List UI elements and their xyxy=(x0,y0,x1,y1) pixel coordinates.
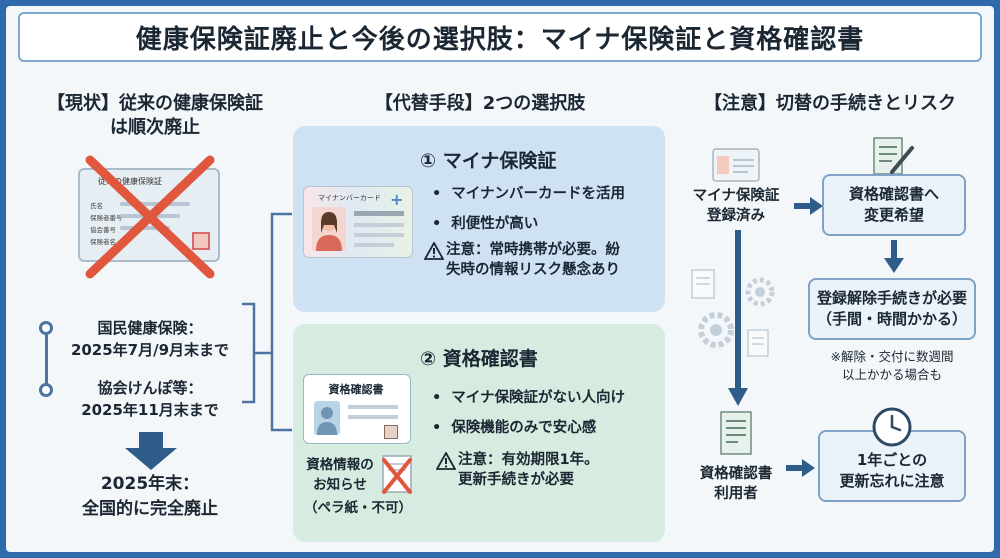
registered-label: マイナ保険証 登録済み xyxy=(676,186,796,227)
process-gears-icon xyxy=(691,269,775,357)
person-icon xyxy=(316,212,342,251)
old-card-row: 保険者番号 xyxy=(90,214,123,222)
change-line: 変更希望 xyxy=(863,206,924,224)
mynumber-card-icon xyxy=(712,148,760,182)
plus-icon: + xyxy=(390,190,404,209)
bracket-connector xyxy=(242,212,292,432)
renew-line: 更新忘れに注意 xyxy=(839,472,945,490)
change-line: 資格確認書へ xyxy=(848,185,939,203)
certificate-card-label: 資格確認書 xyxy=(328,383,384,396)
user-line: 利用者 xyxy=(714,486,758,503)
left-heading: 【現状】従来の健康保険証 は順次廃止 xyxy=(30,92,280,141)
card-line xyxy=(354,233,404,237)
warning-line: 注意：有効期限1年。 xyxy=(458,452,599,468)
final-text: 全国的に完全廃止 xyxy=(82,498,218,519)
note-line: ※解除・交付に数週間 xyxy=(830,349,954,364)
old-card-line xyxy=(120,226,170,230)
old-card-row: 保険者名 xyxy=(90,238,116,246)
option2-bullet: 保険機能のみで安心感 xyxy=(432,416,596,437)
middle-heading: 【代替手段】2つの選択肢 xyxy=(374,93,586,114)
old-card-row: 氏名 xyxy=(90,202,103,210)
warning-line: 失時の情報リスク懸念あり xyxy=(446,262,620,279)
registered-line: 登録済み xyxy=(707,208,765,225)
milestone-label: 国民健康保険： xyxy=(97,319,203,337)
option1-warning: 注意：常時携帯が必要。紛 失時の情報リスク懸念あり xyxy=(446,240,620,281)
paper-notice: 資格情報の お知らせ xyxy=(298,456,382,495)
timeline-dot xyxy=(39,321,53,335)
avatar xyxy=(314,401,340,435)
milestone-kyokai: 協会けんぽ等： 2025年11月末まで xyxy=(60,378,240,422)
card-line xyxy=(348,415,398,419)
option1-title: ① マイナ保険証 xyxy=(420,150,557,172)
person-icon xyxy=(317,407,337,435)
document-edit-icon xyxy=(873,137,914,175)
user-line: 資格確認書 xyxy=(699,466,773,482)
option1-bullet: 利便性が高い xyxy=(432,212,538,233)
clock-icon xyxy=(872,407,912,447)
down-arrow-icon xyxy=(125,432,177,470)
note-line: 以上かかる場合も xyxy=(841,366,942,382)
old-card-line xyxy=(120,202,190,206)
avatar xyxy=(312,207,346,251)
certificate-card: 資格確認書 xyxy=(303,374,411,444)
right-arrow-icon xyxy=(794,197,823,215)
deregistration-box: 登録解除手続きが必要 （手間・時間かかる） xyxy=(808,278,976,340)
final-abolition: 2025年末： 全国的に完全廃止 xyxy=(50,472,250,521)
old-card-header: 従来の健康保険証 xyxy=(98,177,162,186)
mynumber-card: マイナンバーカード + xyxy=(303,186,413,258)
option2-warning: 注意：有効期限1年。 更新手続きが必要 xyxy=(458,450,599,491)
mynumber-card-label: マイナンバーカード xyxy=(318,194,381,202)
final-date: 2025年末： xyxy=(100,474,200,494)
milestone-date: 2025年11月末まで xyxy=(81,400,219,419)
registered-line: マイナ保険証 xyxy=(692,188,780,204)
title-bar: 健康保険証廃止と今後の選択肢：マイナ保険証と資格確認書 xyxy=(18,12,982,62)
milestone-date: 2025年7月/9月末まで xyxy=(70,340,230,359)
cross-icon xyxy=(85,155,215,279)
certificate-document-icon xyxy=(720,411,752,455)
warning-line: 更新手続きが必要 xyxy=(458,472,574,489)
timeline-line xyxy=(45,328,48,390)
page-title: 健康保険証廃止と今後の選択肢：マイナ保険証と資格確認書 xyxy=(135,24,865,55)
warning-line: 注意：常時携帯が必要。紛 xyxy=(446,242,620,258)
old-card-row: 協会番号 xyxy=(90,226,116,234)
stamp-icon xyxy=(384,425,398,439)
card-line xyxy=(354,211,404,216)
milestone-kokuho: 国民健康保険： 2025年7月/9月末まで xyxy=(60,318,240,362)
option1-bullet: マイナンバーカードを活用 xyxy=(432,182,625,203)
right-heading: 【注意】切替の手続きとリスク xyxy=(704,93,956,114)
old-card-stamp xyxy=(192,232,210,250)
cancel-line: （手間・時間かかる） xyxy=(816,310,967,328)
warning-icon xyxy=(424,242,444,260)
paper-line: お知らせ xyxy=(313,476,367,493)
certificate-user-label: 資格確認書 利用者 xyxy=(680,464,792,505)
paper-note: （ペラ紙・不可） xyxy=(304,500,412,516)
down-arrow-icon xyxy=(728,230,748,406)
left-heading-line2: は順次廃止 xyxy=(110,117,200,139)
timeline-dot xyxy=(39,383,53,397)
card-line xyxy=(354,223,404,227)
paper-line: 資格情報の xyxy=(306,457,374,473)
option2-title: ② 資格確認書 xyxy=(420,348,538,370)
card-line xyxy=(354,243,394,247)
duration-note: ※解除・交付に数週間 以上かかる場合も xyxy=(808,348,976,383)
left-heading-line1: 【現状】従来の健康保険証 xyxy=(47,93,263,114)
right-arrow-icon xyxy=(786,459,815,477)
warning-icon xyxy=(436,452,456,470)
change-request-box: 資格確認書へ 変更希望 xyxy=(822,174,966,236)
renew-line: 1年ごとの xyxy=(856,451,928,469)
option2-bullet: マイナ保険証がない人向け xyxy=(432,386,625,407)
down-arrow-icon xyxy=(884,240,904,273)
card-line xyxy=(348,405,398,409)
paper-crossed-icon xyxy=(382,455,412,494)
cancel-line: 登録解除手続きが必要 xyxy=(816,289,967,307)
milestone-label: 協会けんぽ等： xyxy=(97,379,203,397)
